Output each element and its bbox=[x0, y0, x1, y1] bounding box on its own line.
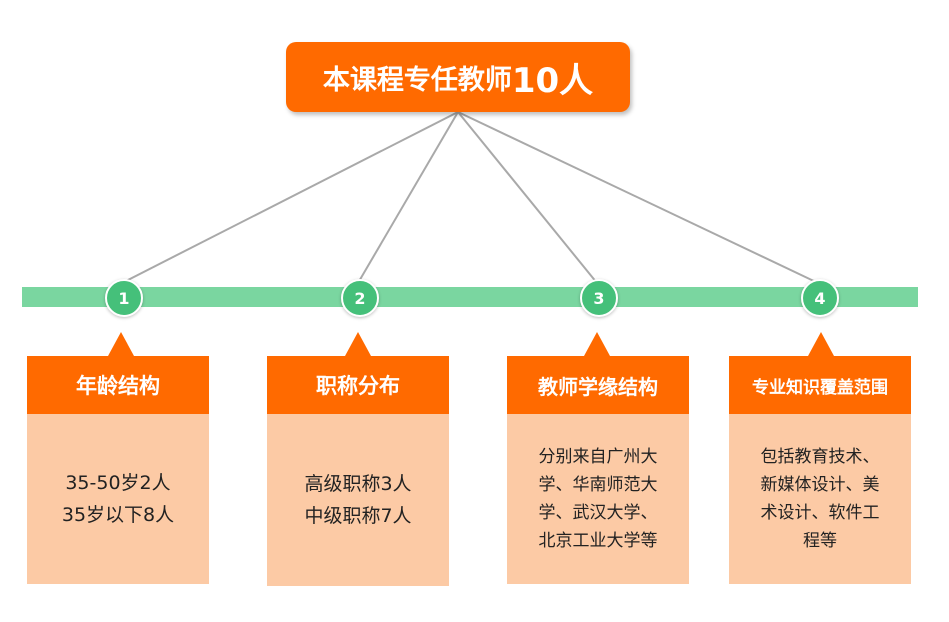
card-pointer bbox=[108, 332, 134, 356]
connector-line-4 bbox=[457, 111, 819, 284]
connector-line-1 bbox=[121, 111, 459, 284]
card-line: 学、华南师范大 bbox=[538, 475, 658, 495]
card-line: 北京工业大学等 bbox=[538, 531, 658, 551]
card-body: 35-50岁2人 35岁以下8人 bbox=[27, 414, 209, 584]
card-pointer bbox=[345, 332, 371, 356]
card-heading: 专业知识覆盖范围 bbox=[729, 356, 911, 414]
title-count: 10人 bbox=[511, 60, 594, 101]
card-line: 分别来自广州大 bbox=[538, 447, 658, 467]
card-heading: 教师学缘结构 bbox=[507, 356, 689, 414]
card-line: 中级职称7人 bbox=[304, 505, 412, 527]
node-3: 3 bbox=[580, 279, 618, 317]
card-line: 35-50岁2人 bbox=[65, 472, 171, 494]
card-line: 学、武汉大学、 bbox=[538, 503, 658, 523]
card-heading: 职称分布 bbox=[267, 356, 449, 414]
card-body: 分别来自广州大 学、华南师范大 学、武汉大学、 北京工业大学等 bbox=[507, 414, 689, 584]
card-body: 高级职称3人 中级职称7人 bbox=[267, 414, 449, 586]
card-body: 包括教育技术、 新媒体设计、美 术设计、软件工 程等 bbox=[729, 414, 911, 584]
card-pointer bbox=[584, 332, 610, 356]
connector-line-2 bbox=[357, 111, 459, 284]
card-line: 35岁以下8人 bbox=[61, 504, 175, 526]
connector-line-3 bbox=[457, 111, 598, 284]
card-line: 程等 bbox=[803, 531, 837, 551]
title-box: 本课程专任教师 10人 bbox=[286, 42, 630, 112]
node-4: 4 bbox=[801, 279, 839, 317]
node-1: 1 bbox=[105, 279, 143, 317]
card-pointer bbox=[808, 332, 834, 356]
timeline-bar bbox=[22, 287, 918, 307]
card-line: 高级职称3人 bbox=[304, 473, 412, 495]
card-line: 术设计、软件工 bbox=[760, 503, 880, 523]
title-main: 本课程专任教师 bbox=[322, 64, 512, 96]
node-2: 2 bbox=[341, 279, 379, 317]
card-line: 新媒体设计、美 bbox=[760, 475, 880, 495]
card-line: 包括教育技术、 bbox=[760, 447, 880, 467]
card-heading: 年龄结构 bbox=[27, 356, 209, 414]
